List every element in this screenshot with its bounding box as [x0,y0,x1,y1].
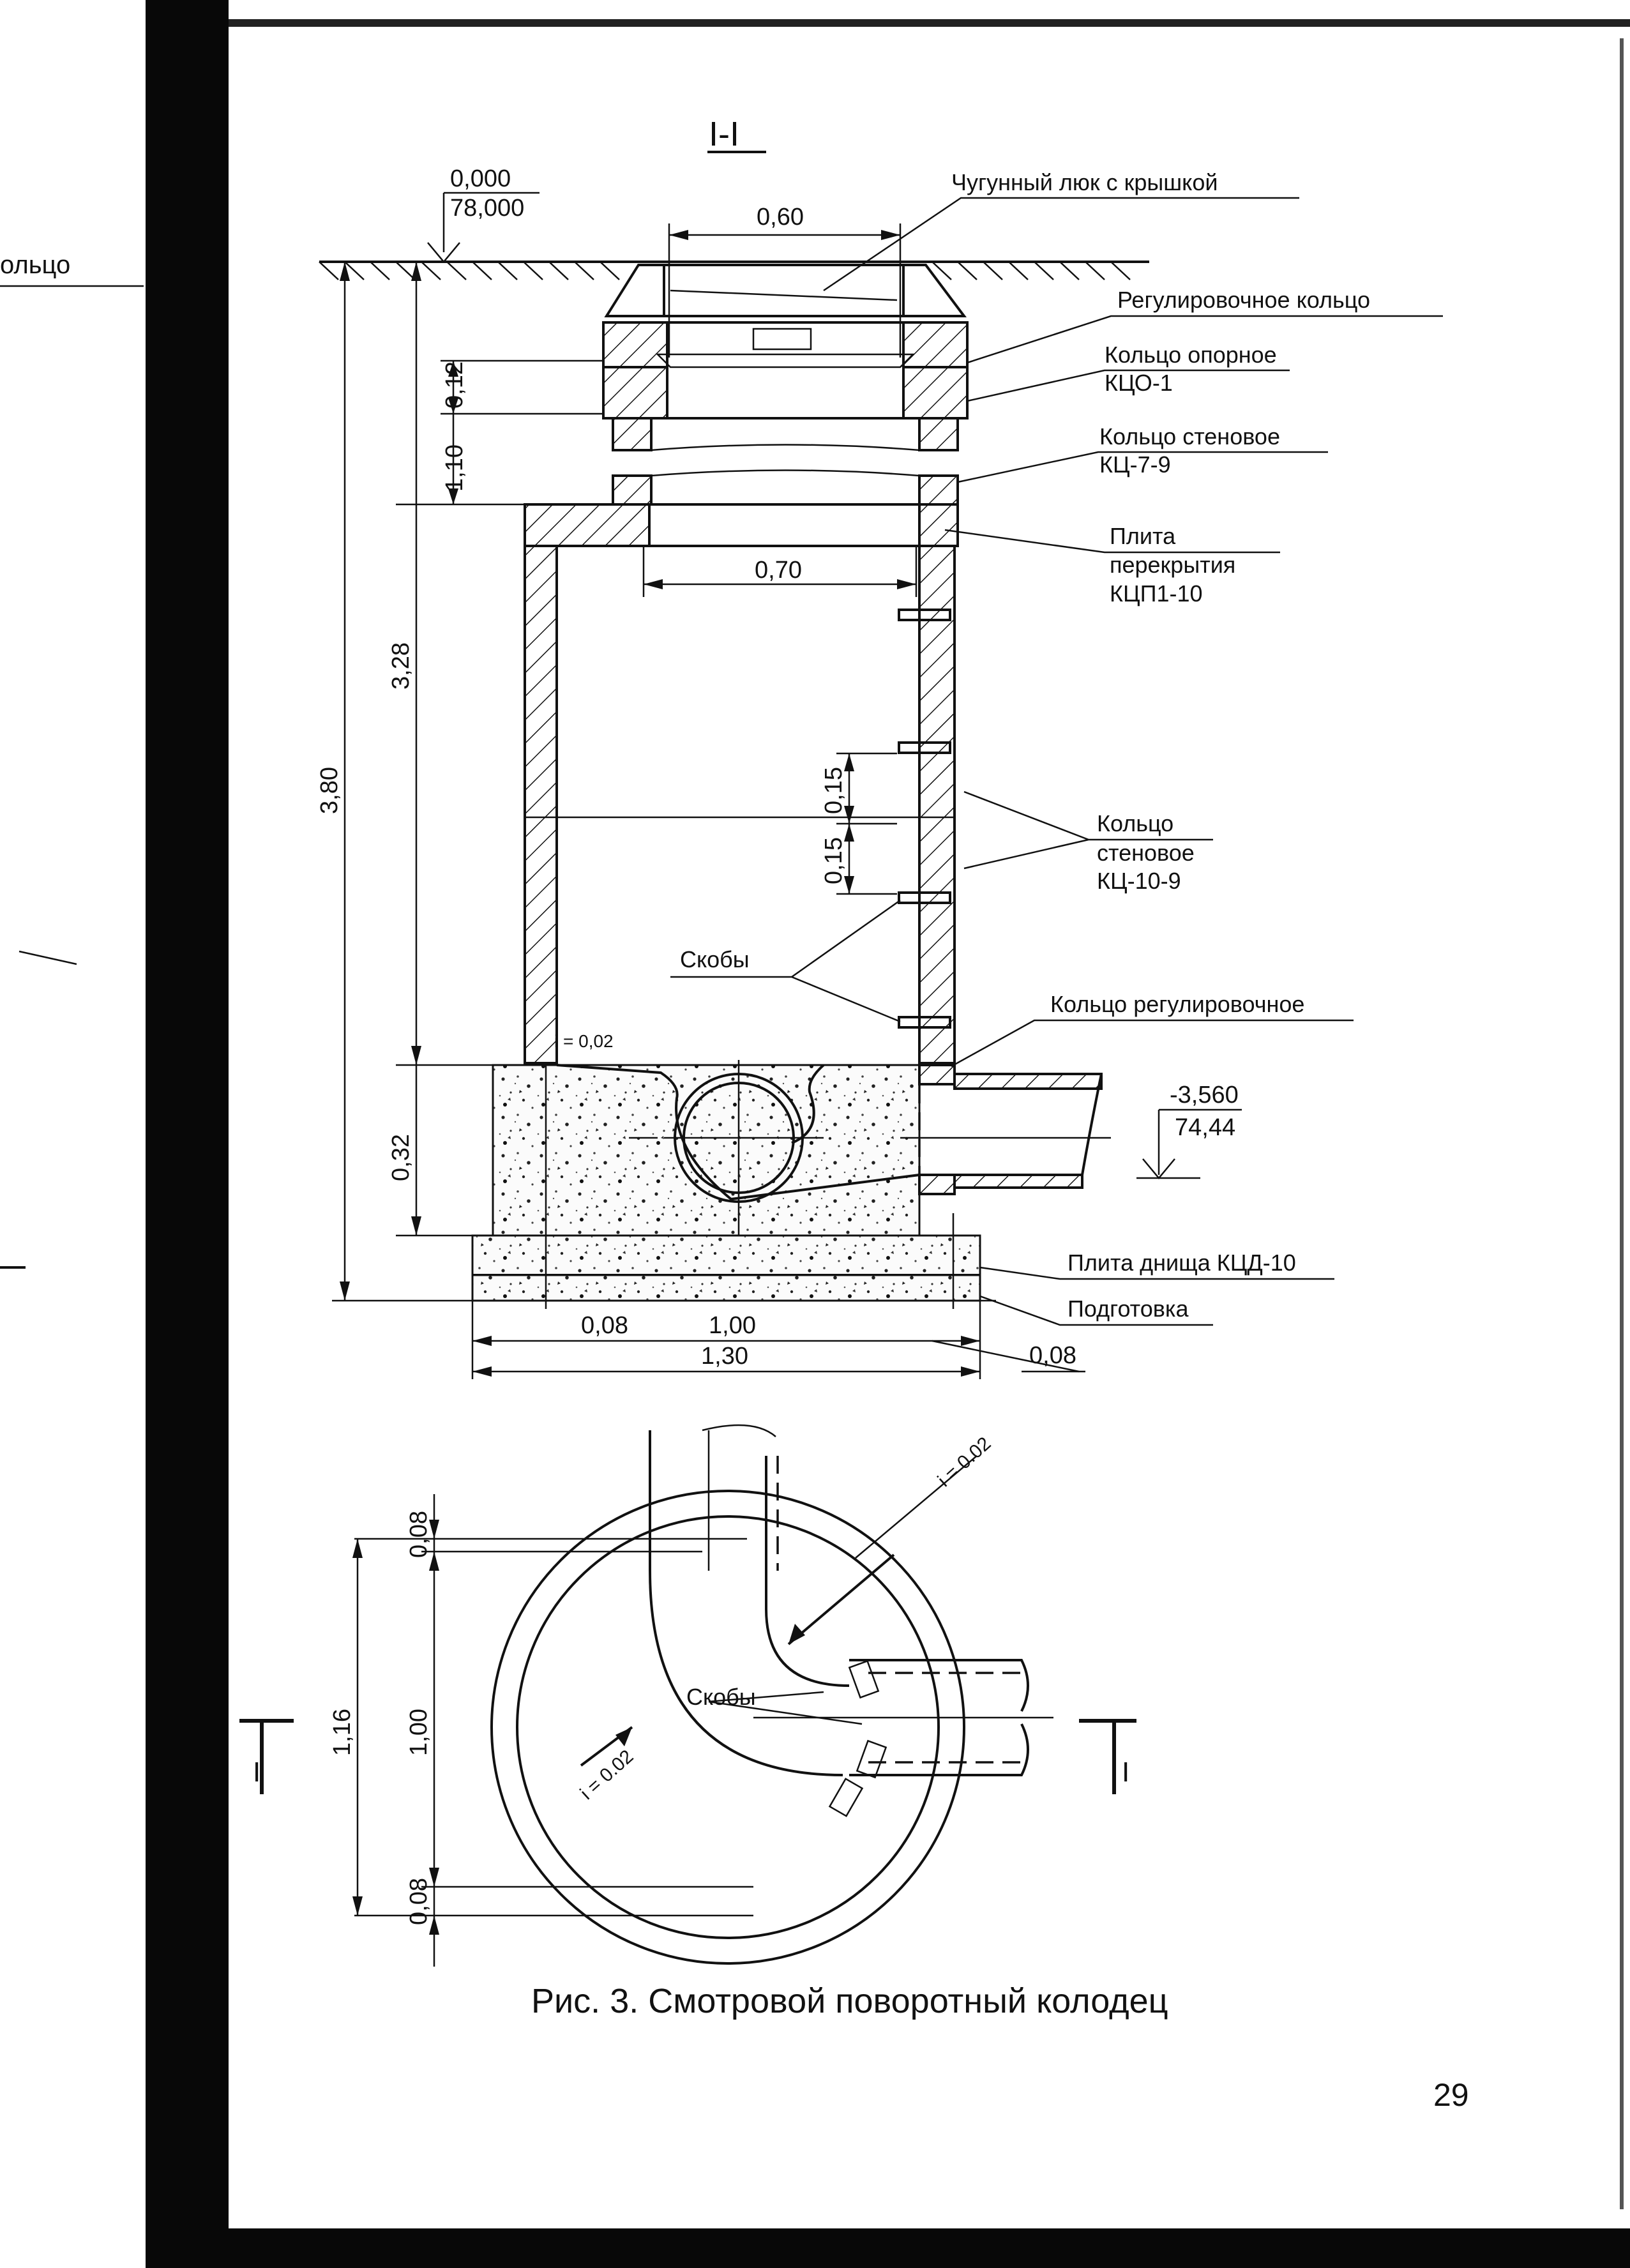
plan-label-brackets: Скобы [686,1684,756,1710]
margin-fragment: ольцо [0,251,70,279]
ground-surface [319,261,1149,280]
svg-text:1,00: 1,00 [709,1312,756,1339]
label-slab-1: Плита [1110,523,1176,549]
ladder-brackets [898,609,951,1029]
label-adjust-ring: Регулировочное кольцо [1117,287,1370,313]
svg-text:1,10: 1,10 [441,444,468,492]
svg-text:0,70: 0,70 [755,557,802,584]
svg-text:1,30: 1,30 [701,1343,748,1370]
label-wall-ring-1: Кольцо [1097,810,1173,836]
plan-slope-left: i = 0.02 [577,1746,638,1804]
svg-text:3,80: 3,80 [316,767,343,814]
svg-text:0,08: 0,08 [405,1878,432,1925]
elevation-mark-bottom: -3,560 74,44 [1136,1082,1242,1179]
label-wall-ring-3: КЦ-10-9 [1097,868,1181,894]
svg-text:3,28: 3,28 [388,642,414,690]
support-ring-kco1 [602,321,969,420]
height-dimensions: 3,80 3,28 0,32 0,12 1,10 [316,262,996,1302]
label-brackets: Скобы [680,946,750,972]
cover-slab-kcp1-10 [524,503,959,547]
bracket-spacing-dimensions: 0,15 0,15 [820,752,897,895]
section-title: I-I [709,115,739,153]
neck-width-dimension: 0,70 [642,546,917,597]
label-support-ring-1: Кольцо опорное [1105,342,1277,368]
slope-label: i = 0,02 [554,1031,614,1051]
svg-text:-3,560: -3,560 [1170,1082,1239,1108]
label-slab-2: перекрытия [1110,552,1235,578]
label-hatch: Чугунный люк с крышкой [951,169,1218,195]
plan-view: Скобы i = 0.02 i = 0.02 [490,1424,1053,1965]
section-marker-right: I [1079,1719,1136,1794]
wall-ring-kc79-top [612,417,959,451]
page-number: 29 [1433,2077,1469,2113]
svg-text:0,08: 0,08 [581,1312,628,1339]
svg-text:0,12: 0,12 [441,361,468,409]
svg-text:I: I [253,1757,260,1788]
label-base: Подготовка [1068,1296,1189,1322]
hatch-width-dimension: 0,60 [668,204,902,358]
label-slab-3: КЦП1-10 [1110,580,1203,607]
svg-text:1,16: 1,16 [329,1709,356,1756]
svg-text:0,08: 0,08 [1029,1342,1076,1369]
plan-slope-top: i = 0.02 [934,1433,995,1491]
svg-text:0,15: 0,15 [820,767,847,814]
plan-dimensions: 1,16 0,08 1,00 0,08 [329,1494,753,1967]
outlet-pipe [900,1073,1111,1189]
svg-text:I: I [1122,1757,1129,1788]
svg-text:0,32: 0,32 [388,1134,414,1181]
cast-iron-hatch [604,264,967,317]
width-dimensions: 0,08 1,00 1,30 0,08 [471,1301,1085,1379]
svg-text:78,000: 78,000 [450,195,524,222]
svg-text:0,60: 0,60 [757,204,804,231]
label-adjust-ring-bottom: Кольцо регулировочное [1050,991,1304,1017]
svg-text:0,15: 0,15 [820,837,847,884]
callouts: Чугунный люк с крышкой Регулировочное ко… [670,169,1443,1326]
label-wall-ring-small-2: КЦ-7-9 [1099,451,1171,478]
label-wall-ring-2: стеновое [1097,840,1195,866]
svg-text:0,000: 0,000 [450,165,511,192]
adjusting-ring-bottom [918,1064,956,1195]
svg-text:1,00: 1,00 [405,1709,432,1756]
label-bottom-slab: Плита днища КЦД-10 [1068,1250,1296,1276]
svg-text:0,08: 0,08 [405,1511,432,1558]
bottom-slab-kcd10 [471,1065,981,1309]
wall-ring-kc79-bottom [612,469,959,506]
svg-text:74,44: 74,44 [1175,1114,1235,1141]
elevation-mark-top: 0,000 78,000 [427,165,540,263]
channel-tray [492,1060,921,1251]
figure-caption: Рис. 3. Смотровой поворотный колодец [531,1982,1168,2020]
label-wall-ring-small-1: Кольцо стеновое [1099,423,1280,450]
label-support-ring-2: КЦО-1 [1105,370,1173,396]
shaft-walls-kc-10-9 [524,545,956,1064]
section-marker-left: I [239,1719,294,1794]
